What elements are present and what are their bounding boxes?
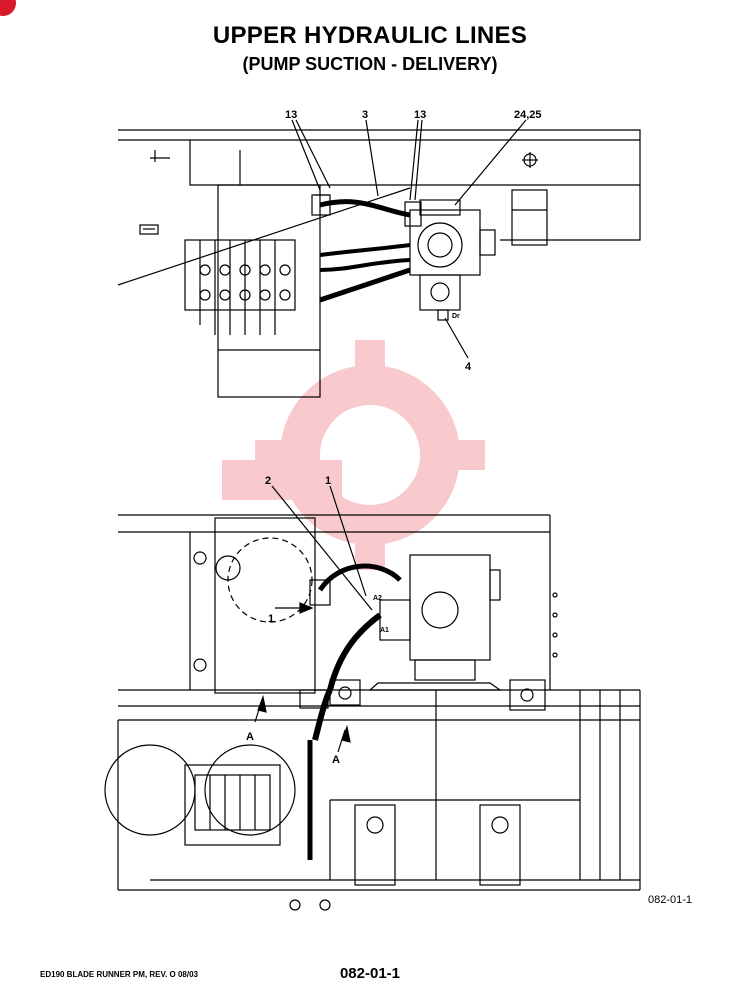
callout-3: 3 [362, 109, 368, 121]
bottom-view-drawing [104, 485, 641, 911]
port-label-a2: A2 [373, 595, 382, 602]
callout-1: 1 [325, 475, 331, 487]
top-view-callouts: 13 3 13 24,25 4 Dr [285, 109, 542, 373]
callout-2: 2 [265, 475, 271, 487]
callout-13-left: 13 [285, 109, 297, 121]
footer-document-info: ED190 BLADE RUNNER PM, REV. O 08/03 [40, 970, 198, 979]
port-label-a1: A1 [380, 627, 389, 634]
figure-reference: 082-01-1 [648, 894, 693, 906]
bottom-view-callouts: 2 1 A A 1 A2 A1 [246, 475, 389, 766]
section-label-1: 1 [268, 613, 274, 625]
view-arrow-a-left: A [246, 731, 254, 743]
page-subtitle: (PUMP SUCTION - DELIVERY) [242, 54, 498, 74]
watermark-logo-icon [222, 340, 485, 570]
callout-24-25: 24,25 [514, 109, 542, 121]
footer-page-number: 082-01-1 [339, 965, 401, 982]
callout-13-right: 13 [414, 109, 426, 121]
page-title: UPPER HYDRAULIC LINES [212, 22, 528, 49]
view-arrow-a-right: A [332, 754, 340, 766]
corner-badge-icon [0, 0, 16, 16]
port-label-dr: Dr [452, 313, 460, 320]
top-view-drawing [117, 119, 641, 398]
callout-4: 4 [465, 361, 472, 373]
